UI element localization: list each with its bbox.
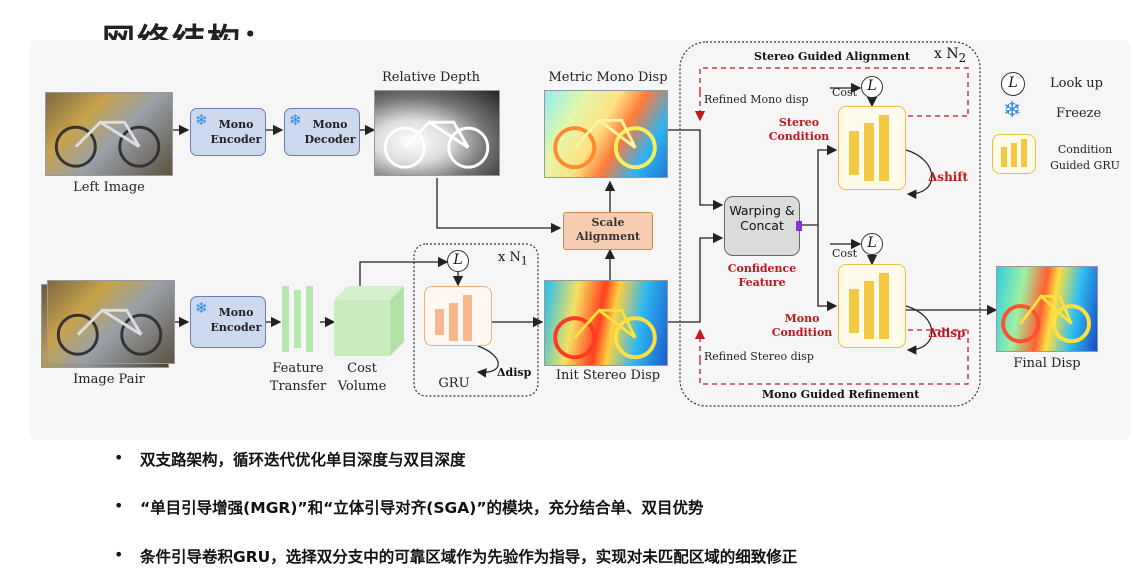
gru-bar <box>463 295 472 341</box>
legend-gru-icon <box>992 134 1036 174</box>
gru-bar <box>849 289 859 333</box>
sga-iterations-text: x N <box>934 46 959 62</box>
bullet-item-2: “单目引导增强(MGR)”和“立体引导对齐(SGA)”的模块，充分结合单、双目优… <box>140 499 704 517</box>
confidence-marker <box>796 221 802 231</box>
mono-decoder: ❄ Mono Decoder <box>284 108 360 156</box>
image-pair-label: Image Pair <box>73 372 145 387</box>
refined-mono-disp-label: Refined Mono disp <box>704 93 809 106</box>
legend-gru-label: Condition Guided GRU <box>1050 143 1120 172</box>
metric-mono-disp-label: Metric Mono Disp <box>548 70 668 85</box>
gru-bar <box>879 115 889 181</box>
gru-delta-disp-label: Δdisp <box>497 366 532 379</box>
legend-freeze-label: Freeze <box>1056 106 1102 121</box>
mono-encoder-bottom-label: Mono Encoder <box>210 306 262 334</box>
stereo-guided-alignment-title: Stereo Guided Alignment <box>754 50 911 63</box>
metric-mono-disp-image <box>544 90 668 178</box>
warping-concat-box: Warping & Concat <box>724 196 800 256</box>
left-image-label: Left Image <box>73 180 145 195</box>
bullet-item-1: 双支路架构，循环迭代优化单目深度与双目深度 <box>140 451 466 469</box>
scale-alignment-box: Scale Alignment <box>563 212 653 250</box>
left-image <box>45 92 173 176</box>
stereo-condition-label: Stereo Condition <box>768 116 830 143</box>
gru-block <box>424 286 492 346</box>
lookup-icon: L <box>447 250 469 272</box>
legend-lookup-icon: L <box>1001 72 1025 96</box>
bullet-item-3: 条件引导卷积GRU，选择双分支中的可靠区域作为先验作为指导，实现对未匹配区域的细… <box>140 548 798 566</box>
gru-bar <box>879 273 889 339</box>
refined-stereo-disp-label: Refined Stereo disp <box>704 350 814 363</box>
gru-iterations-text: x N <box>498 250 521 265</box>
stereo-condition-gru <box>838 106 906 190</box>
feature-bar <box>306 286 313 352</box>
gru-bar <box>449 303 458 341</box>
init-stereo-disp-image <box>544 280 668 366</box>
cost-bottom-label: Cost <box>832 247 858 260</box>
gru-bar <box>1011 143 1017 167</box>
init-stereo-disp-label: Init Stereo Disp <box>555 368 661 383</box>
gru-bar <box>849 131 859 175</box>
gru-bar <box>435 309 444 335</box>
mono-condition-label: Mono Condition <box>771 312 833 339</box>
sga-iterations-sub: 2 <box>958 50 967 65</box>
delta-disp-label: Δdisp <box>928 326 966 340</box>
feature-bar <box>294 290 301 348</box>
freeze-icon: ❄ <box>195 299 208 317</box>
mono-condition-gru <box>838 264 906 348</box>
feature-transfer-label: Feature Transfer <box>269 361 327 394</box>
cost-top-label: Cost <box>832 86 858 99</box>
mono-encoder-top-label: Mono Encoder <box>210 118 262 146</box>
gru-bar <box>1001 147 1007 167</box>
bullet-mark: • <box>114 448 124 467</box>
feature-bar <box>282 286 289 352</box>
mono-encoder-top: ❄ Mono Encoder <box>190 108 266 156</box>
mono-encoder-bottom: ❄ Mono Encoder <box>190 296 266 348</box>
lookup-icon: L <box>861 233 883 255</box>
gru-iterations-label: x N1 <box>498 250 528 268</box>
mono-guided-refinement-title: Mono Guided Refinement <box>762 388 920 401</box>
image-pair <box>47 280 175 364</box>
legend-freeze-icon: ❄ <box>1003 98 1022 123</box>
lookup-icon: L <box>861 76 883 98</box>
gru-bar <box>864 123 874 181</box>
relative-depth-image <box>374 90 500 176</box>
final-disp-label: Final Disp <box>1013 356 1081 371</box>
bullet-mark: • <box>114 496 124 515</box>
freeze-icon: ❄ <box>195 111 208 129</box>
mono-decoder-label: Mono Decoder <box>304 118 356 146</box>
gru-bar <box>864 281 874 339</box>
gru-iterations-sub: 1 <box>520 254 528 268</box>
legend-lookup-label: Look up <box>1050 76 1103 91</box>
gru-bar <box>1021 139 1027 167</box>
cost-volume-label: Cost Volume <box>337 361 387 394</box>
delta-shift-label: Δshift <box>928 170 969 184</box>
cost-volume-cube <box>334 286 404 356</box>
freeze-icon: ❄ <box>289 111 302 129</box>
final-disp-image <box>996 266 1098 352</box>
relative-depth-label: Relative Depth <box>382 70 480 85</box>
confidence-feature-label: Confidence Feature <box>727 262 797 289</box>
gru-label: GRU <box>438 376 470 391</box>
bullet-mark: • <box>114 545 124 564</box>
sga-iterations-label: x N2 <box>934 46 966 65</box>
